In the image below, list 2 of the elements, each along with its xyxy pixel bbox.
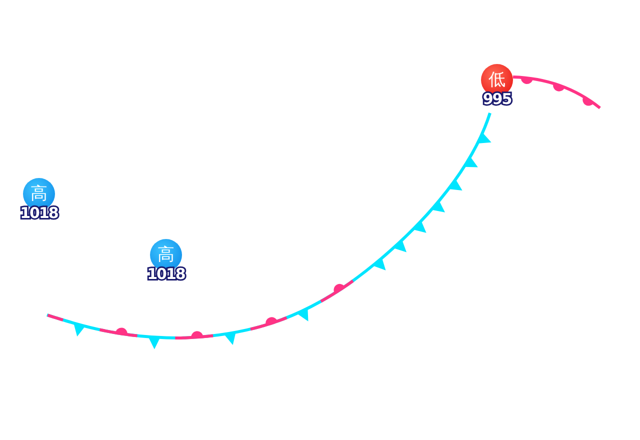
warm-front-line — [512, 76, 601, 110]
cold-front-line — [46, 112, 492, 350]
